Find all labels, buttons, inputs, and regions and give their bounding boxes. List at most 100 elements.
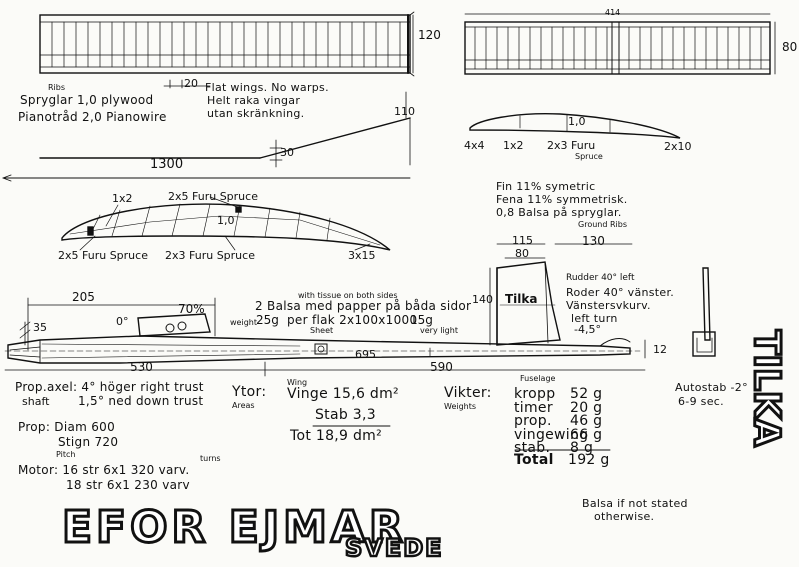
shaft-en-label: shaft [22,395,50,408]
weights-label: Vikter: [444,385,492,401]
autostab-note-2: 6-9 sec. [678,395,724,408]
svg-text:EFOR EJMAR: EFOR EJMAR [62,502,407,553]
cg-70-percent: 70% [178,302,205,316]
airfoil-spar-2x5-top: 2x5 Furu Spruce [168,190,258,203]
balsa-default-note-1: Balsa if not stated [582,497,688,510]
prop-diameter: Prop: Diam 600 [18,420,116,434]
dim-530: 530 [130,360,153,374]
wing-incidence-0: 0° [116,315,129,328]
dim-205: 205 [72,290,95,304]
weight-row-name: vingewing [514,426,589,443]
flat-wings-note-sv-2: utan skränkning. [207,107,305,120]
fin-side-view [496,261,561,346]
dihedral-dim-30: 30 [280,146,294,159]
motor-spec-2: 18 str 6x1 230 varv [66,478,190,492]
areas-label: Ytor: [232,384,267,400]
stab-area: Stab 3,3 [315,407,376,423]
rudder-angle: -4,5° [574,323,601,336]
stab-span-414: 414 [605,8,621,17]
stab-chord-80: 80 [782,40,798,54]
turn-note-sv: Vänstersvkurv. [566,299,651,312]
wing-airfoil [61,203,391,251]
weight-row-value: 8 g [570,440,594,456]
svg-text:TILKA: TILKA [746,330,787,447]
svg-text:SVEDE: SVEDE [345,534,444,562]
prop-shaft-spec: Prop.axel: 4° höger right trust [15,380,204,394]
wing-en-label: Wing [287,378,308,387]
weight-row-name: prop. [514,413,552,429]
fuselage-en-label: Fuselage [520,374,556,383]
ribs-en-label: Ribs [48,83,66,92]
autostab-note-1: Autostab -2° [675,381,748,394]
total-area: Tot 18,9 dm² [290,428,383,444]
fin-dim-80: 80 [515,247,529,260]
fin-dim-130: 130 [582,234,605,248]
sheet-en-label: Sheet [310,326,334,335]
fin-dim-115: 115 [512,234,533,247]
designer-logo: EFOR EJMAR SVEDE [61,501,444,564]
wing-dim-110: 110 [394,105,415,118]
prop-pitch: Stign 720 [58,435,119,449]
wing-area: Vinge 15,6 dm² [287,386,399,402]
dim-695: 695 [355,348,376,361]
airfoil-spar-1x2: 1x2 [112,192,133,205]
weight-row-value: 46 g [570,413,603,429]
total-weight-value: 192 g [568,452,610,468]
weight-row-name: timer [514,399,553,416]
ribs-note: Spryglar 1,0 plywood [20,93,154,107]
airfoil-spar-2x3: 2x3 Furu Spruce [165,249,255,262]
with-tissue-note: with tissue on both sides [298,291,398,300]
per-flak-note: per flak 2x100x1000 [287,313,418,327]
dia-35: 35 [33,321,47,334]
down-thrust-spec: 1,5° ned down trust [78,394,204,408]
dim-12: 12 [653,343,667,356]
balsa-sheet-note: 2 Balsa med papper på båda sidor [255,299,472,313]
rudder-note-sv: Roder 40° vänster. [566,286,675,299]
airfoil-spar-3x15: 3x15 [348,249,376,262]
pitch-en-label: Pitch [56,450,76,459]
stab-spar-4x4: 4x4 [464,139,485,152]
wing-mount [137,313,211,337]
fin-ground-ribs: Ground Ribs [578,220,627,229]
airfoil-spar-2x5-bottom: 2x5 Furu Spruce [58,249,148,262]
very-light-note: very light [420,326,458,335]
weight-row-name: stab. [514,440,551,456]
turn-note-en: left turn [571,312,618,325]
autostab-detail [692,267,716,357]
stab-rib-1-0: 1,0 [568,115,586,128]
stabilizer-airfoil [469,112,681,139]
weight-en-label: weight [230,318,257,327]
tilka-logo: TILKA [745,329,789,449]
rudder-note-en: Rudder 40° left [566,273,635,283]
stab-spar-1x2: 1x2 [503,139,524,152]
wing-chord-120: 120 [418,28,441,42]
weight-15g: 15g [410,313,433,327]
weight-row-name: kropp [514,386,556,402]
wing-planform [39,14,411,74]
weights-en-label: Weights [444,402,477,411]
fin-balsa-note: 0,8 Balsa på spryglar. [496,206,622,219]
fin-name: Tilka [505,292,538,306]
weight-row-value: 66 g [570,426,603,443]
flat-wings-note-en: Flat wings. No warps. [205,81,329,94]
flat-wings-note-sv-1: Helt raka vingar [207,94,301,107]
airfoil-rib-1-0: 1,0 [217,214,235,227]
weight-row-value: 20 g [570,399,603,416]
dim-590: 590 [430,360,453,374]
fin-note-en: Fin 11% symetric [496,180,596,193]
turns-en-label: turns [200,454,221,463]
areas-en-label: Areas [232,401,255,410]
wing-span-1300: 1300 [150,157,184,172]
motor-spec-1: Motor: 16 str 6x1 320 varv. [18,463,190,477]
balsa-default-note-2: otherwise. [594,510,655,523]
wing-dim-20: 20 [184,77,198,90]
pianowire-note: Pianotråd 2,0 Pianowire [18,110,167,124]
stab-spar-2x3: 2x3 Furu [547,139,596,152]
stab-spar-2x10: 2x10 [664,140,692,153]
stab-spruce: Spruce [575,152,603,161]
fin-dim-140: 140 [472,293,493,306]
fuselage-side-view [4,335,641,364]
fin-note-sv: Fena 11% symmetrisk. [496,193,628,206]
